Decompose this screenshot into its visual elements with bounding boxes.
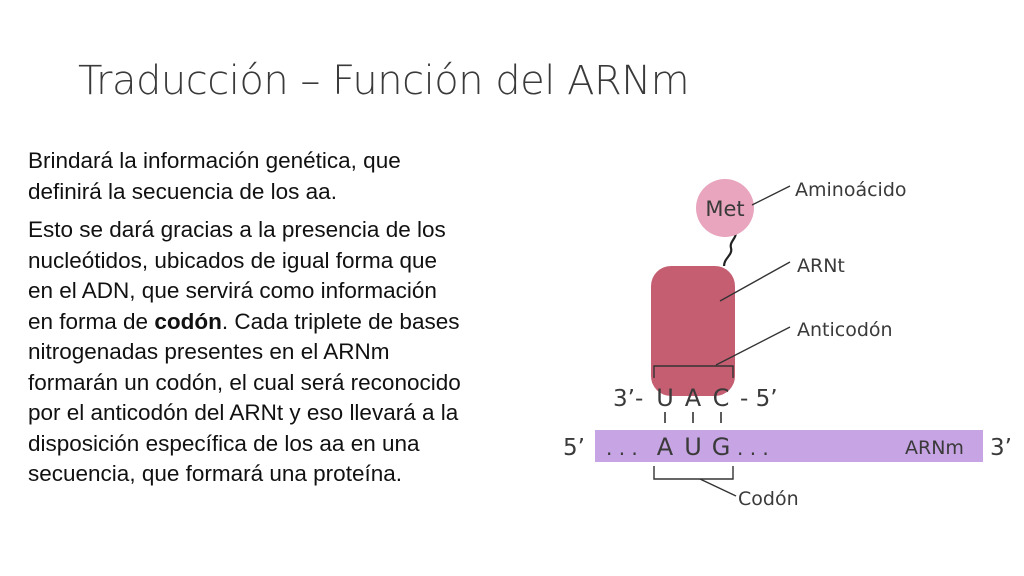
mrna-trailing-dots: . . . — [737, 436, 769, 460]
text-line: Brindará la información genética, que — [28, 148, 401, 173]
text-line: nitrogenadas presentes en el ARNm — [28, 339, 390, 364]
paragraph-1: Brindará la información genética, que de… — [28, 146, 568, 207]
label-arnm: ARNm — [905, 437, 964, 459]
mrna-5prime-end: 5’ — [563, 435, 585, 461]
text-line-mixed: en forma de codón. Cada triplete de base… — [28, 307, 568, 338]
slide-title: Traducción – Función del ARNm — [78, 58, 690, 104]
anticodon-3prime-end: 3’- — [613, 386, 643, 412]
leader-line-trna — [719, 261, 791, 302]
leader-line-codon — [699, 478, 737, 497]
mrna-leading-dots: . . . — [606, 436, 638, 460]
codon-base-a: A — [657, 433, 674, 461]
leader-line-aminoacid — [751, 185, 791, 206]
label-arnt: ARNt — [797, 255, 845, 277]
anticodon-base-c: C — [713, 384, 730, 412]
mrna-bar — [595, 430, 983, 462]
text-line: en el ADN, que servirá como información — [28, 278, 437, 303]
trna-body — [651, 266, 735, 396]
codon-base-g: G — [712, 433, 731, 461]
bold-term-codon: codón — [154, 308, 222, 334]
slide-body: Brindará la información genética, que de… — [28, 146, 568, 498]
label-anticodon: Anticodón — [797, 319, 893, 341]
text-line: definirá la secuencia de los aa. — [28, 178, 337, 204]
label-aminoacido: Aminoácido — [795, 179, 907, 201]
leader-line-anticodon — [715, 326, 791, 366]
text-line: secuencia, que formará una proteína. — [28, 461, 402, 486]
text-line: formarán un codón, el cual será reconoci… — [28, 369, 461, 395]
codon-bracket — [653, 466, 734, 480]
anticodon-base-a: A — [685, 384, 702, 412]
paragraph-2: Esto se dará gracias a la presencia de l… — [28, 215, 568, 490]
anticodon-5prime-end: - 5’ — [740, 386, 778, 412]
mrna-3prime-end: 3’ — [990, 435, 1012, 461]
text-line: disposición específica de los aa en una — [28, 430, 420, 456]
text-line: por el anticodón del ARNt y eso llevará … — [28, 400, 459, 425]
label-codon: Codón — [738, 488, 799, 510]
met-circle — [696, 179, 754, 237]
text-fragment: en forma de — [28, 308, 155, 334]
anticodon-base-u: U — [656, 384, 674, 412]
text-fragment: . Cada triplete de bases — [221, 308, 460, 334]
text-line: Esto se dará gracias a la presencia de l… — [28, 217, 446, 242]
text-line: nucleótidos, ubicados de igual forma que — [28, 247, 438, 273]
anticodon-bracket — [653, 365, 734, 378]
met-label: Met — [705, 197, 744, 221]
codon-base-u: U — [684, 433, 702, 461]
